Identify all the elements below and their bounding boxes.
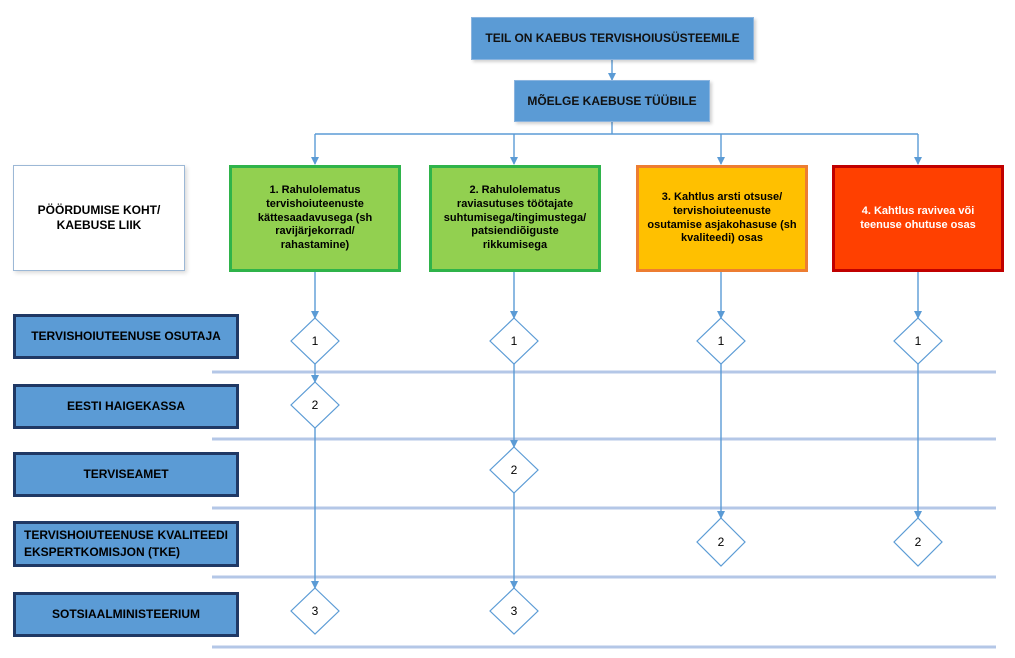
lane-separators [212,370,996,649]
lane-box-5: SOTSIAALMINISTEERIUM [13,592,239,637]
lane-box-3: TERVISEAMET [13,452,239,497]
category-label: 3. Kahtlus arsti otsuse/ tervishoiuteenu… [647,191,797,245]
category-box-3: 3. Kahtlus arsti otsuse/ tervishoiuteenu… [636,165,808,272]
category-box-2: 2. Rahulolematus raviasutuses töötajate … [429,165,601,272]
step-number: 1 [914,334,922,348]
lane-label-line1: TERVISHOIUTEENUSE KVALITEEDI [24,528,228,542]
step-diamond [696,517,746,567]
lane-box-4: TERVISHOIUTEENUSE KVALITEEDI EKSPERTKOMI… [13,521,239,567]
lane-box-2: EESTI HAIGEKASSA [13,384,239,429]
category-label: 2. Rahulolematus raviasutuses töötajate … [443,184,587,252]
lane-label: TERVISHOIUTEENUSE OSUTAJA [31,329,221,343]
step-diamond [290,317,340,365]
subtitle-text: MÕELGE KAEBUSE TÜÜBILE [527,93,697,108]
step-number: 3 [510,604,518,618]
lane-box-1: TERVISHOIUTEENUSE OSUTAJA [13,314,239,359]
step-number: 1 [717,334,725,348]
title-box: TEIL ON KAEBUS TERVISHOIUSÜSTEEMILE [471,17,754,60]
step-diamond [893,317,943,365]
category-box-4: 4. Kahtlus ravivea või teenuse ohutuse o… [832,165,1004,272]
step-diamond [893,517,943,567]
step-diamond [489,317,539,365]
category-label: 4. Kahtlus ravivea või teenuse ohutuse o… [860,204,976,231]
step-number: 2 [510,463,518,477]
category-box-1: 1. Rahulolematus tervishoiuteenuste kätt… [229,165,401,272]
step-diamond [696,317,746,365]
step-number: 1 [510,334,518,348]
step-diamond [290,381,340,429]
step-number: 1 [311,334,319,348]
legend-label: PÖÖRDUMISE KOHT/ KAEBUSE LIIK [37,203,161,232]
step-diamond [290,587,340,635]
category-label: 1. Rahulolematus tervishoiuteenuste kätt… [257,184,373,252]
legend-box: PÖÖRDUMISE KOHT/ KAEBUSE LIIK [13,165,185,271]
step-number: 2 [717,535,725,549]
lane-label: TERVISEAMET [83,467,169,481]
step-number: 2 [914,535,922,549]
step-diamond [489,446,539,494]
subtitle-box: MÕELGE KAEBUSE TÜÜBILE [514,80,710,122]
step-number: 3 [311,604,319,618]
title-text: TEIL ON KAEBUS TERVISHOIUSÜSTEEMILE [485,31,740,45]
step-number: 2 [311,398,319,412]
step-diamond [489,587,539,635]
lane-label: EESTI HAIGEKASSA [66,399,186,413]
lane-label: SOTSIAALMINISTEERIUM [51,607,200,621]
lane-label-line2: EKSPERTKOMISJON (TKE) [24,545,181,559]
